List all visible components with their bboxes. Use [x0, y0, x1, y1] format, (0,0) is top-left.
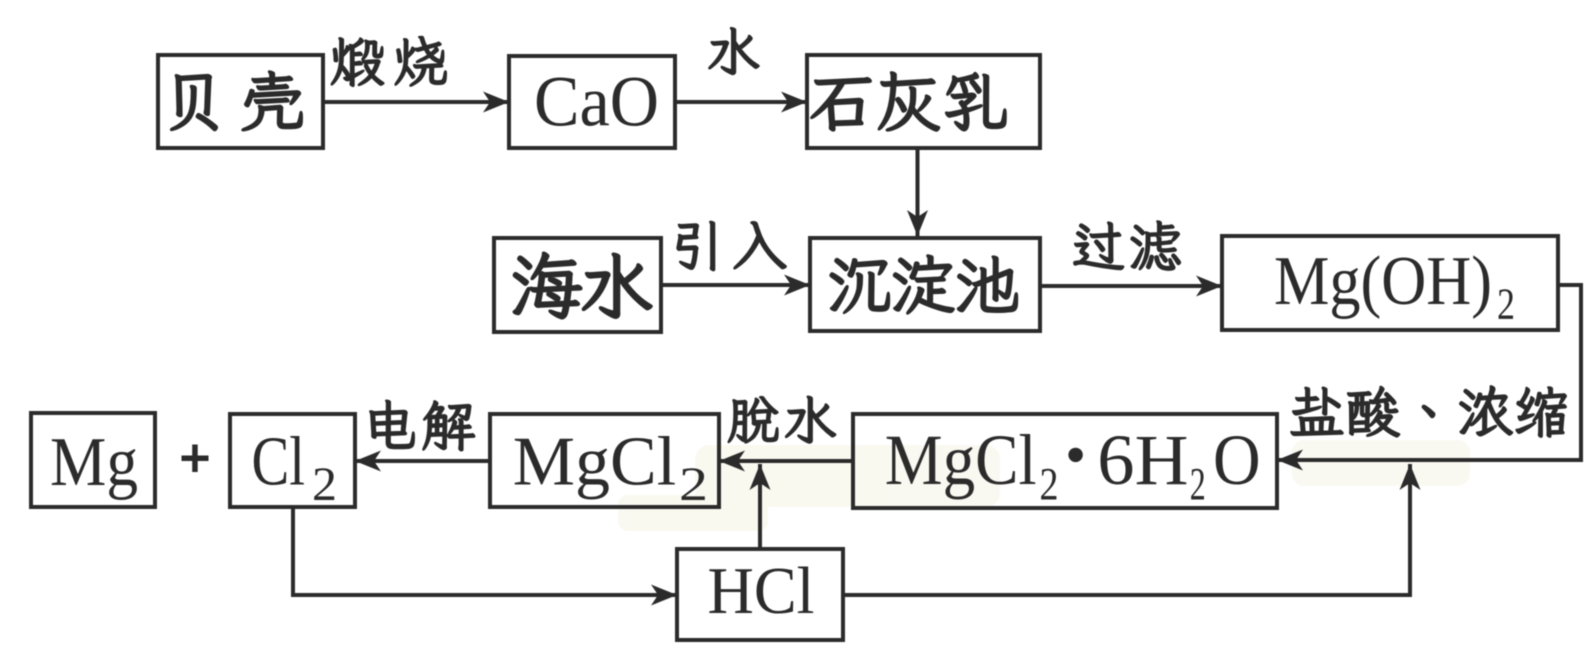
svg-text:O: O: [1213, 420, 1261, 500]
svg-text:Mg(OH): Mg(OH): [1274, 243, 1492, 320]
svg-text:Cl: Cl: [252, 424, 306, 501]
svg-text:CaO: CaO: [534, 62, 659, 142]
svg-text:2: 2: [1190, 459, 1206, 511]
svg-text:2: 2: [1040, 459, 1059, 511]
svg-text:Mg: Mg: [50, 424, 138, 501]
svg-text:2: 2: [1497, 279, 1515, 328]
svg-text:2: 2: [312, 458, 337, 511]
svg-text:6H: 6H: [1097, 420, 1188, 500]
svg-text:MgCl: MgCl: [513, 424, 676, 501]
svg-text:2: 2: [679, 458, 708, 511]
svg-text:MgCl: MgCl: [885, 420, 1037, 500]
svg-text:HCl: HCl: [708, 554, 815, 628]
